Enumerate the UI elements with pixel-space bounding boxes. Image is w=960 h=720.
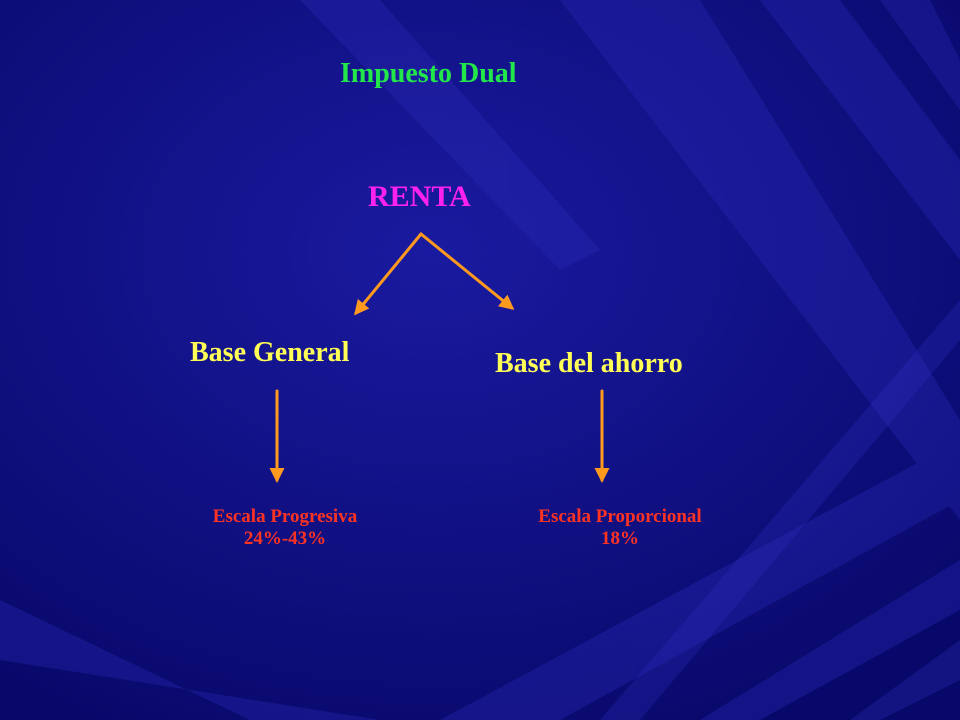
branch-node-base-ahorro: Base del ahorro [495,348,683,379]
leaf-escala-proporcional-name: Escala Proporcional [538,506,702,527]
diagram-title: Impuesto Dual [340,58,517,89]
arrow-root-to-base-general [354,232,423,316]
leaf-escala-proporcional-rate: 18% [600,527,639,549]
leaf-node-escala-progresiva: Escala Progresiva 24%-43% [213,506,357,550]
arrow-root-to-base-ahorro [419,232,515,310]
root-node-renta: RENTA [368,180,471,213]
leaf-node-escala-proporcional: Escala Proporcional 18% [538,506,701,550]
leaf-escala-progresiva-name: Escala Progresiva [212,506,358,527]
branch-node-base-general: Base General [190,337,350,368]
leaf-escala-progresiva-rate: 24%-43% [243,527,327,549]
